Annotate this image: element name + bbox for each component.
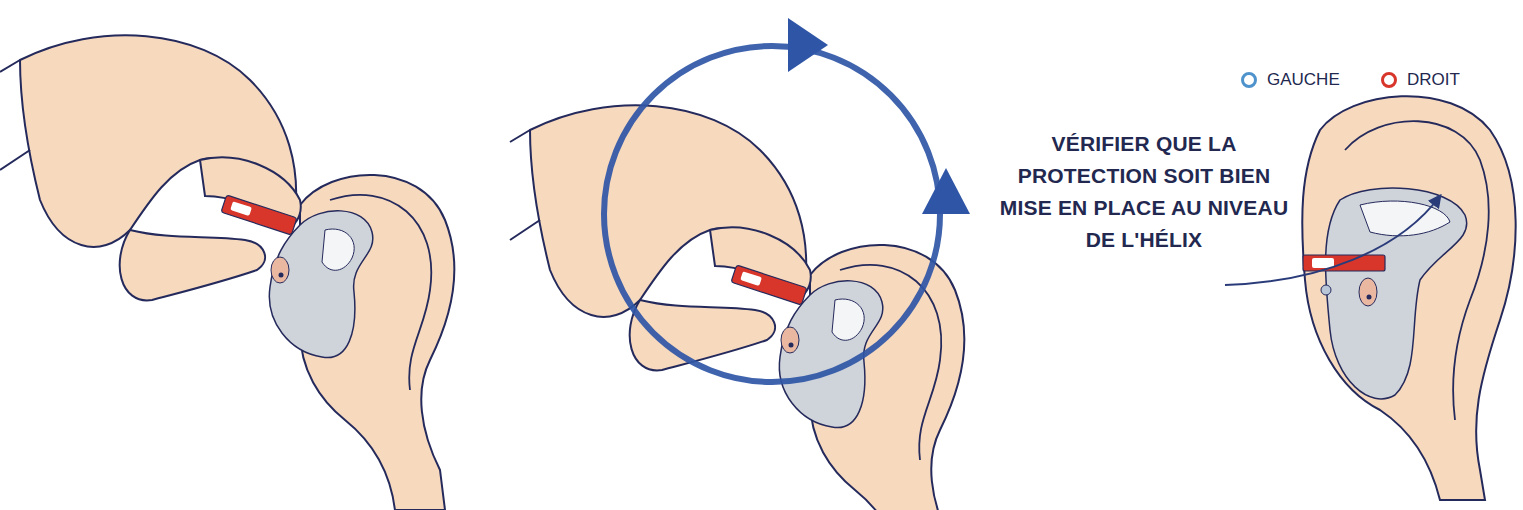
legend-swatch-box [1379,70,1399,90]
legend-item: DROIT [1379,70,1460,90]
legend-swatch [1243,74,1256,87]
instruction-note: VÉRIFIER QUE LA PROTECTION SOIT BIEN MIS… [994,128,1294,256]
earplug-dot [1367,295,1372,300]
earplug-left-marker [1321,285,1331,295]
legend-item: GAUCHE [1239,70,1340,90]
legend-swatch [1383,74,1396,87]
ear-with-hand [0,35,454,510]
legend-text: GAUCHE [1267,70,1340,90]
arrow-head [922,168,970,214]
rotation-arrow [604,46,940,382]
earplug-tab-mark [1312,258,1334,268]
ear-outline [1302,96,1515,500]
arrow-head [788,18,828,72]
earplug-hole [1359,278,1377,306]
ear-with-hand [510,105,964,510]
legend-swatch-box [1239,70,1259,90]
earplug-body [1326,188,1467,399]
legend-text: DROIT [1407,70,1460,90]
